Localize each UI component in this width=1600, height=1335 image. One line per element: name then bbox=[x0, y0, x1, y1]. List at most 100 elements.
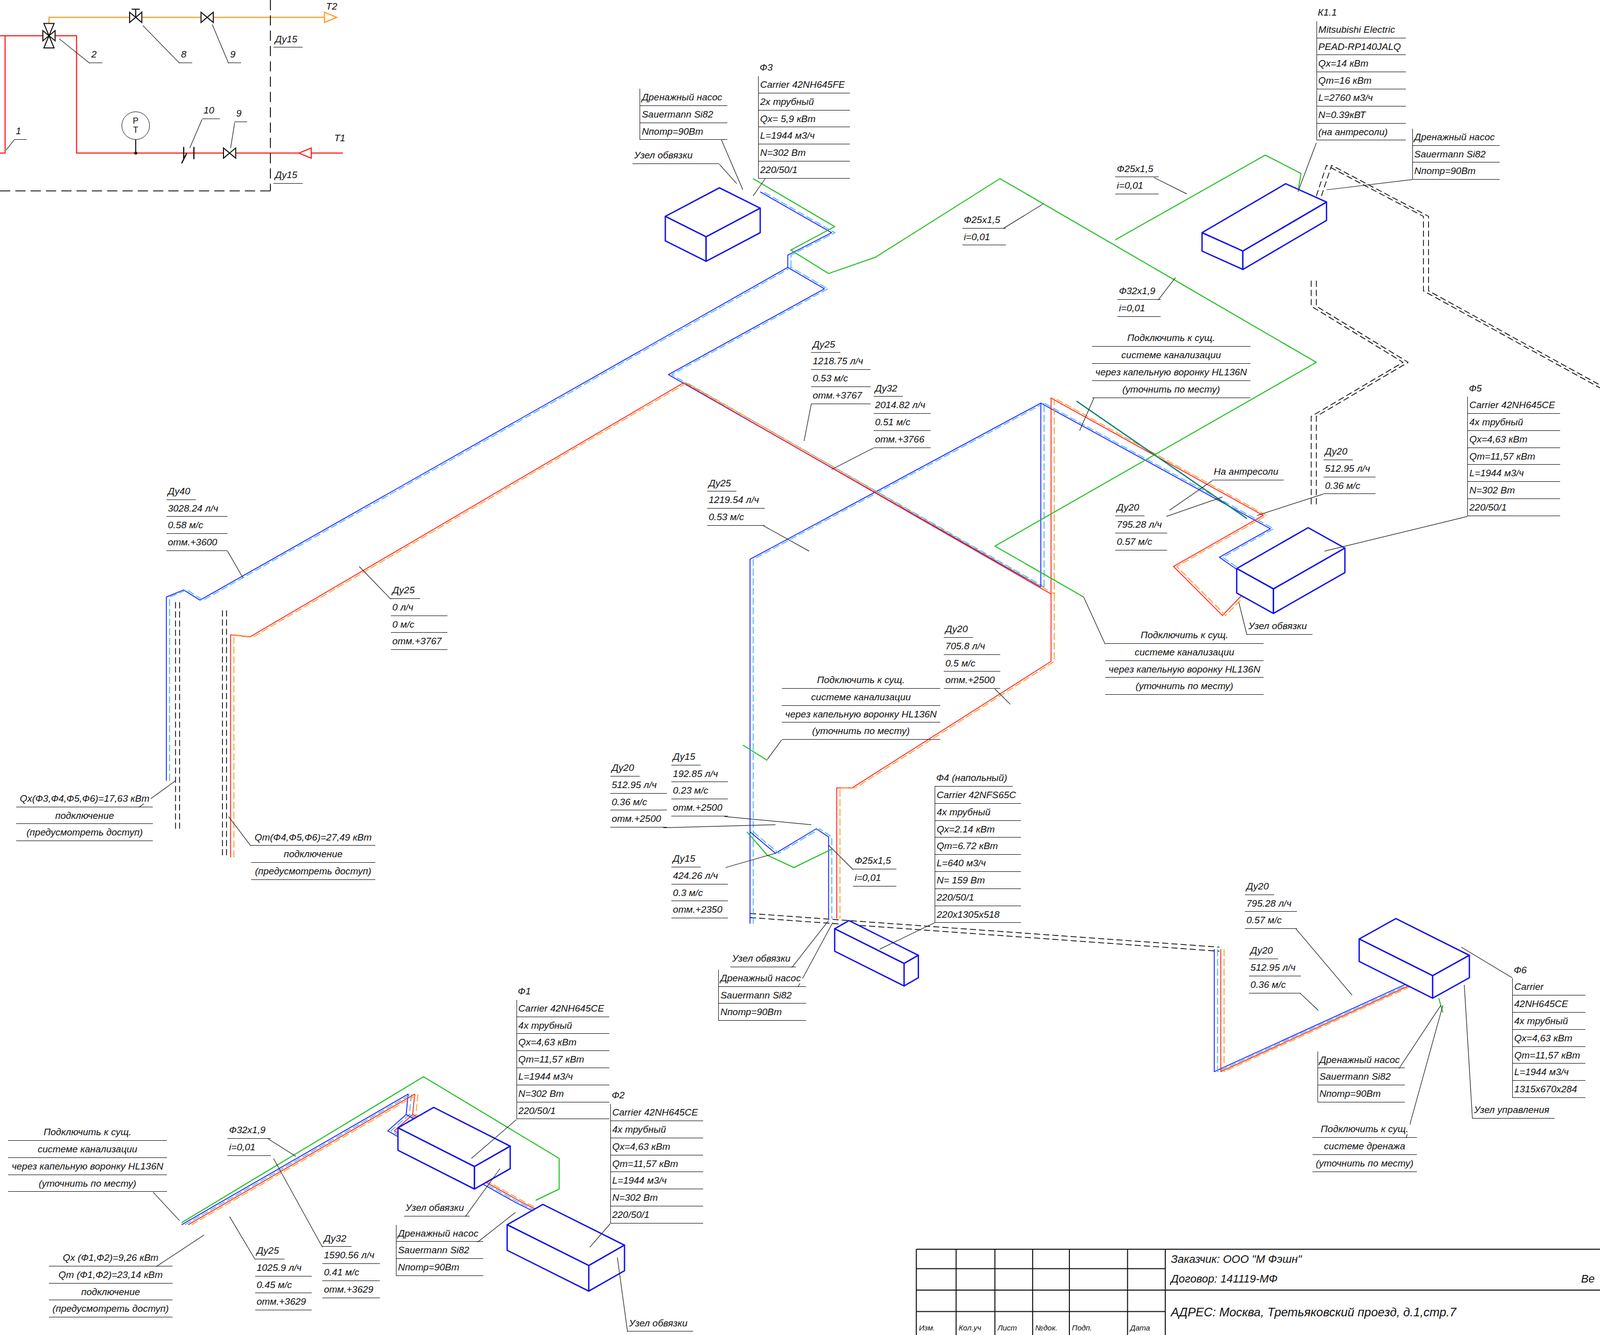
callout-text: системе дренажа bbox=[1322, 1140, 1407, 1152]
pipe-line bbox=[234, 382, 1267, 858]
callout-row: (предусмотреть доступ) bbox=[251, 862, 376, 880]
callout-text: L=640 м3/ч bbox=[935, 857, 988, 869]
callout-row: i=0,01 bbox=[227, 1138, 271, 1156]
callout-text: 8 bbox=[179, 48, 189, 60]
callout-text: Ду25 bbox=[811, 338, 837, 350]
callout-row: N=302 Вт bbox=[516, 1084, 610, 1103]
valve-body bbox=[201, 12, 214, 23]
callout-text: подключение bbox=[53, 810, 116, 821]
callout-row: отм.+2500 bbox=[943, 671, 1001, 689]
callout-row: Изм. bbox=[917, 1322, 941, 1333]
callout-row: Дренажный насос bbox=[639, 88, 727, 106]
pipe-line bbox=[753, 403, 1045, 924]
callout-text: L=1944 м3/ч bbox=[1512, 1066, 1571, 1077]
pipe-line bbox=[750, 828, 829, 919]
callout-row: Qх= 5,9 кВт bbox=[758, 110, 850, 128]
callout-text: 512.95 л/ч bbox=[1323, 463, 1372, 474]
gauge-text: P T bbox=[132, 116, 140, 135]
leader-line bbox=[663, 824, 776, 828]
leader-line bbox=[359, 566, 391, 600]
callout-text: отм.+2350 bbox=[671, 903, 724, 915]
callout-text: (уточнить по месту) bbox=[810, 725, 912, 736]
leader-line bbox=[828, 844, 854, 870]
callout-text: 0.58 м/с bbox=[166, 519, 205, 531]
leader-line bbox=[1406, 1005, 1444, 1138]
callout-row: Ф32х1,9 bbox=[227, 1121, 271, 1139]
callout-row: Ду25 bbox=[390, 581, 421, 599]
table-line bbox=[1164, 1248, 1166, 1335]
callout-text: Ф5 bbox=[1467, 382, 1484, 394]
callout-row: Ф25х1,5 bbox=[962, 211, 1006, 229]
leader-line bbox=[1297, 142, 1317, 192]
callout-row: системе канализации bbox=[781, 688, 941, 706]
pipe-line bbox=[836, 593, 1052, 919]
leader-line bbox=[189, 119, 202, 149]
callout-text: системе канализации bbox=[1119, 349, 1223, 361]
joint-dot bbox=[134, 151, 138, 155]
callout-row: Qт=16 кВт bbox=[1316, 72, 1407, 90]
callout-text: Подключить к сущ. bbox=[1138, 629, 1230, 641]
pipe-line bbox=[54, 35, 299, 154]
callout-row: Ду25 bbox=[255, 1241, 285, 1260]
callout-text: i=0,01 bbox=[962, 231, 992, 243]
callout-text: Ду15 bbox=[273, 33, 299, 45]
callout-text: Дренажный насос bbox=[640, 91, 724, 103]
leader-line bbox=[767, 739, 782, 760]
callout-row: Sauermann Si82 bbox=[1412, 145, 1500, 163]
callout-text: 0.53 м/с bbox=[707, 511, 746, 523]
callout-row: Ф2 bbox=[610, 1086, 704, 1104]
callout-text: 0.57 м/с bbox=[1115, 536, 1154, 547]
leader-line bbox=[617, 1256, 628, 1332]
callout-row: Ду20 bbox=[1323, 442, 1353, 461]
callout-text: Т2 bbox=[324, 1, 339, 12]
callout-row: Дренажный насос bbox=[1317, 1051, 1405, 1069]
callout-text: Ф4 (напольный) bbox=[934, 772, 1009, 783]
callout-text: 0.5 м/с bbox=[943, 657, 978, 669]
callout-text: 0.45 м/с bbox=[255, 1279, 294, 1290]
callout-text: Ф2 bbox=[610, 1089, 627, 1101]
callout-row: Ф3 bbox=[758, 59, 850, 77]
callout-row: i=0,01 bbox=[962, 228, 1006, 246]
leader-line bbox=[230, 122, 235, 149]
callout-row: Carrier 42NH645CE bbox=[1467, 396, 1561, 414]
callout-row: 0.36 м/с bbox=[610, 793, 667, 811]
callout-row: L=1944 м3/ч bbox=[610, 1171, 704, 1189]
callout-row: через капельную воронку HL136N bbox=[781, 705, 941, 723]
leader-line bbox=[142, 25, 180, 64]
callout-text: через капельную воронку HL136N bbox=[10, 1160, 165, 1172]
pipe-line bbox=[0, 35, 43, 37]
callout-row: 220/50/1 bbox=[610, 1206, 704, 1224]
leader-line bbox=[228, 816, 252, 846]
callout-text: 1025.9 л/ч bbox=[255, 1262, 304, 1273]
callout-text: Ду20 bbox=[1244, 880, 1271, 892]
callout-text: N=302 Вт bbox=[517, 1088, 566, 1099]
callout-row: 1025.9 л/ч bbox=[255, 1259, 312, 1277]
callout-text: i=0,01 bbox=[1115, 180, 1145, 191]
callout-row: 795.28 л/ч bbox=[1115, 516, 1168, 534]
callout-row: Qт=6.72 кВт bbox=[934, 837, 1021, 855]
callout-text: Ду15 bbox=[671, 751, 697, 762]
callout-text: Дата bbox=[1128, 1323, 1152, 1332]
callout-text: 9 bbox=[228, 48, 238, 60]
callout-text: 0 м/с bbox=[390, 618, 417, 630]
callout-row: Sauermann Si82 bbox=[639, 105, 727, 124]
callout-row: Qх(Ф3,Ф4,Ф5,Ф6)=17,63 кВт bbox=[16, 789, 153, 808]
callout-row: 4х трубный bbox=[1467, 413, 1561, 431]
callout-text: отм.+3767 bbox=[390, 635, 444, 647]
callout-text: Qт=16 кВт bbox=[1317, 75, 1374, 86]
callout-row: 2х трубный bbox=[758, 93, 850, 111]
callout-text: 795.28 л/ч bbox=[1244, 897, 1293, 909]
callout-text: Nпотр=90Вт bbox=[718, 1006, 784, 1017]
callout-text: Изм. bbox=[917, 1323, 937, 1332]
callout-text: отм.+3767 bbox=[811, 389, 864, 401]
callout-text: 0 л/ч bbox=[390, 601, 416, 613]
callout-row: Ф6 bbox=[1512, 961, 1586, 979]
callout-text: 220/50/1 bbox=[610, 1209, 652, 1220]
valve-symbol bbox=[223, 147, 236, 158]
unit-body bbox=[1242, 202, 1327, 270]
callout-row: 1590.56 л/ч bbox=[322, 1246, 380, 1264]
callout-row: 705.8 л/ч bbox=[943, 637, 1001, 655]
boundary-line bbox=[0, 190, 271, 192]
callout-text: системе канализации bbox=[36, 1143, 139, 1155]
callout-row: Qх=4,63 кВт bbox=[516, 1033, 610, 1051]
